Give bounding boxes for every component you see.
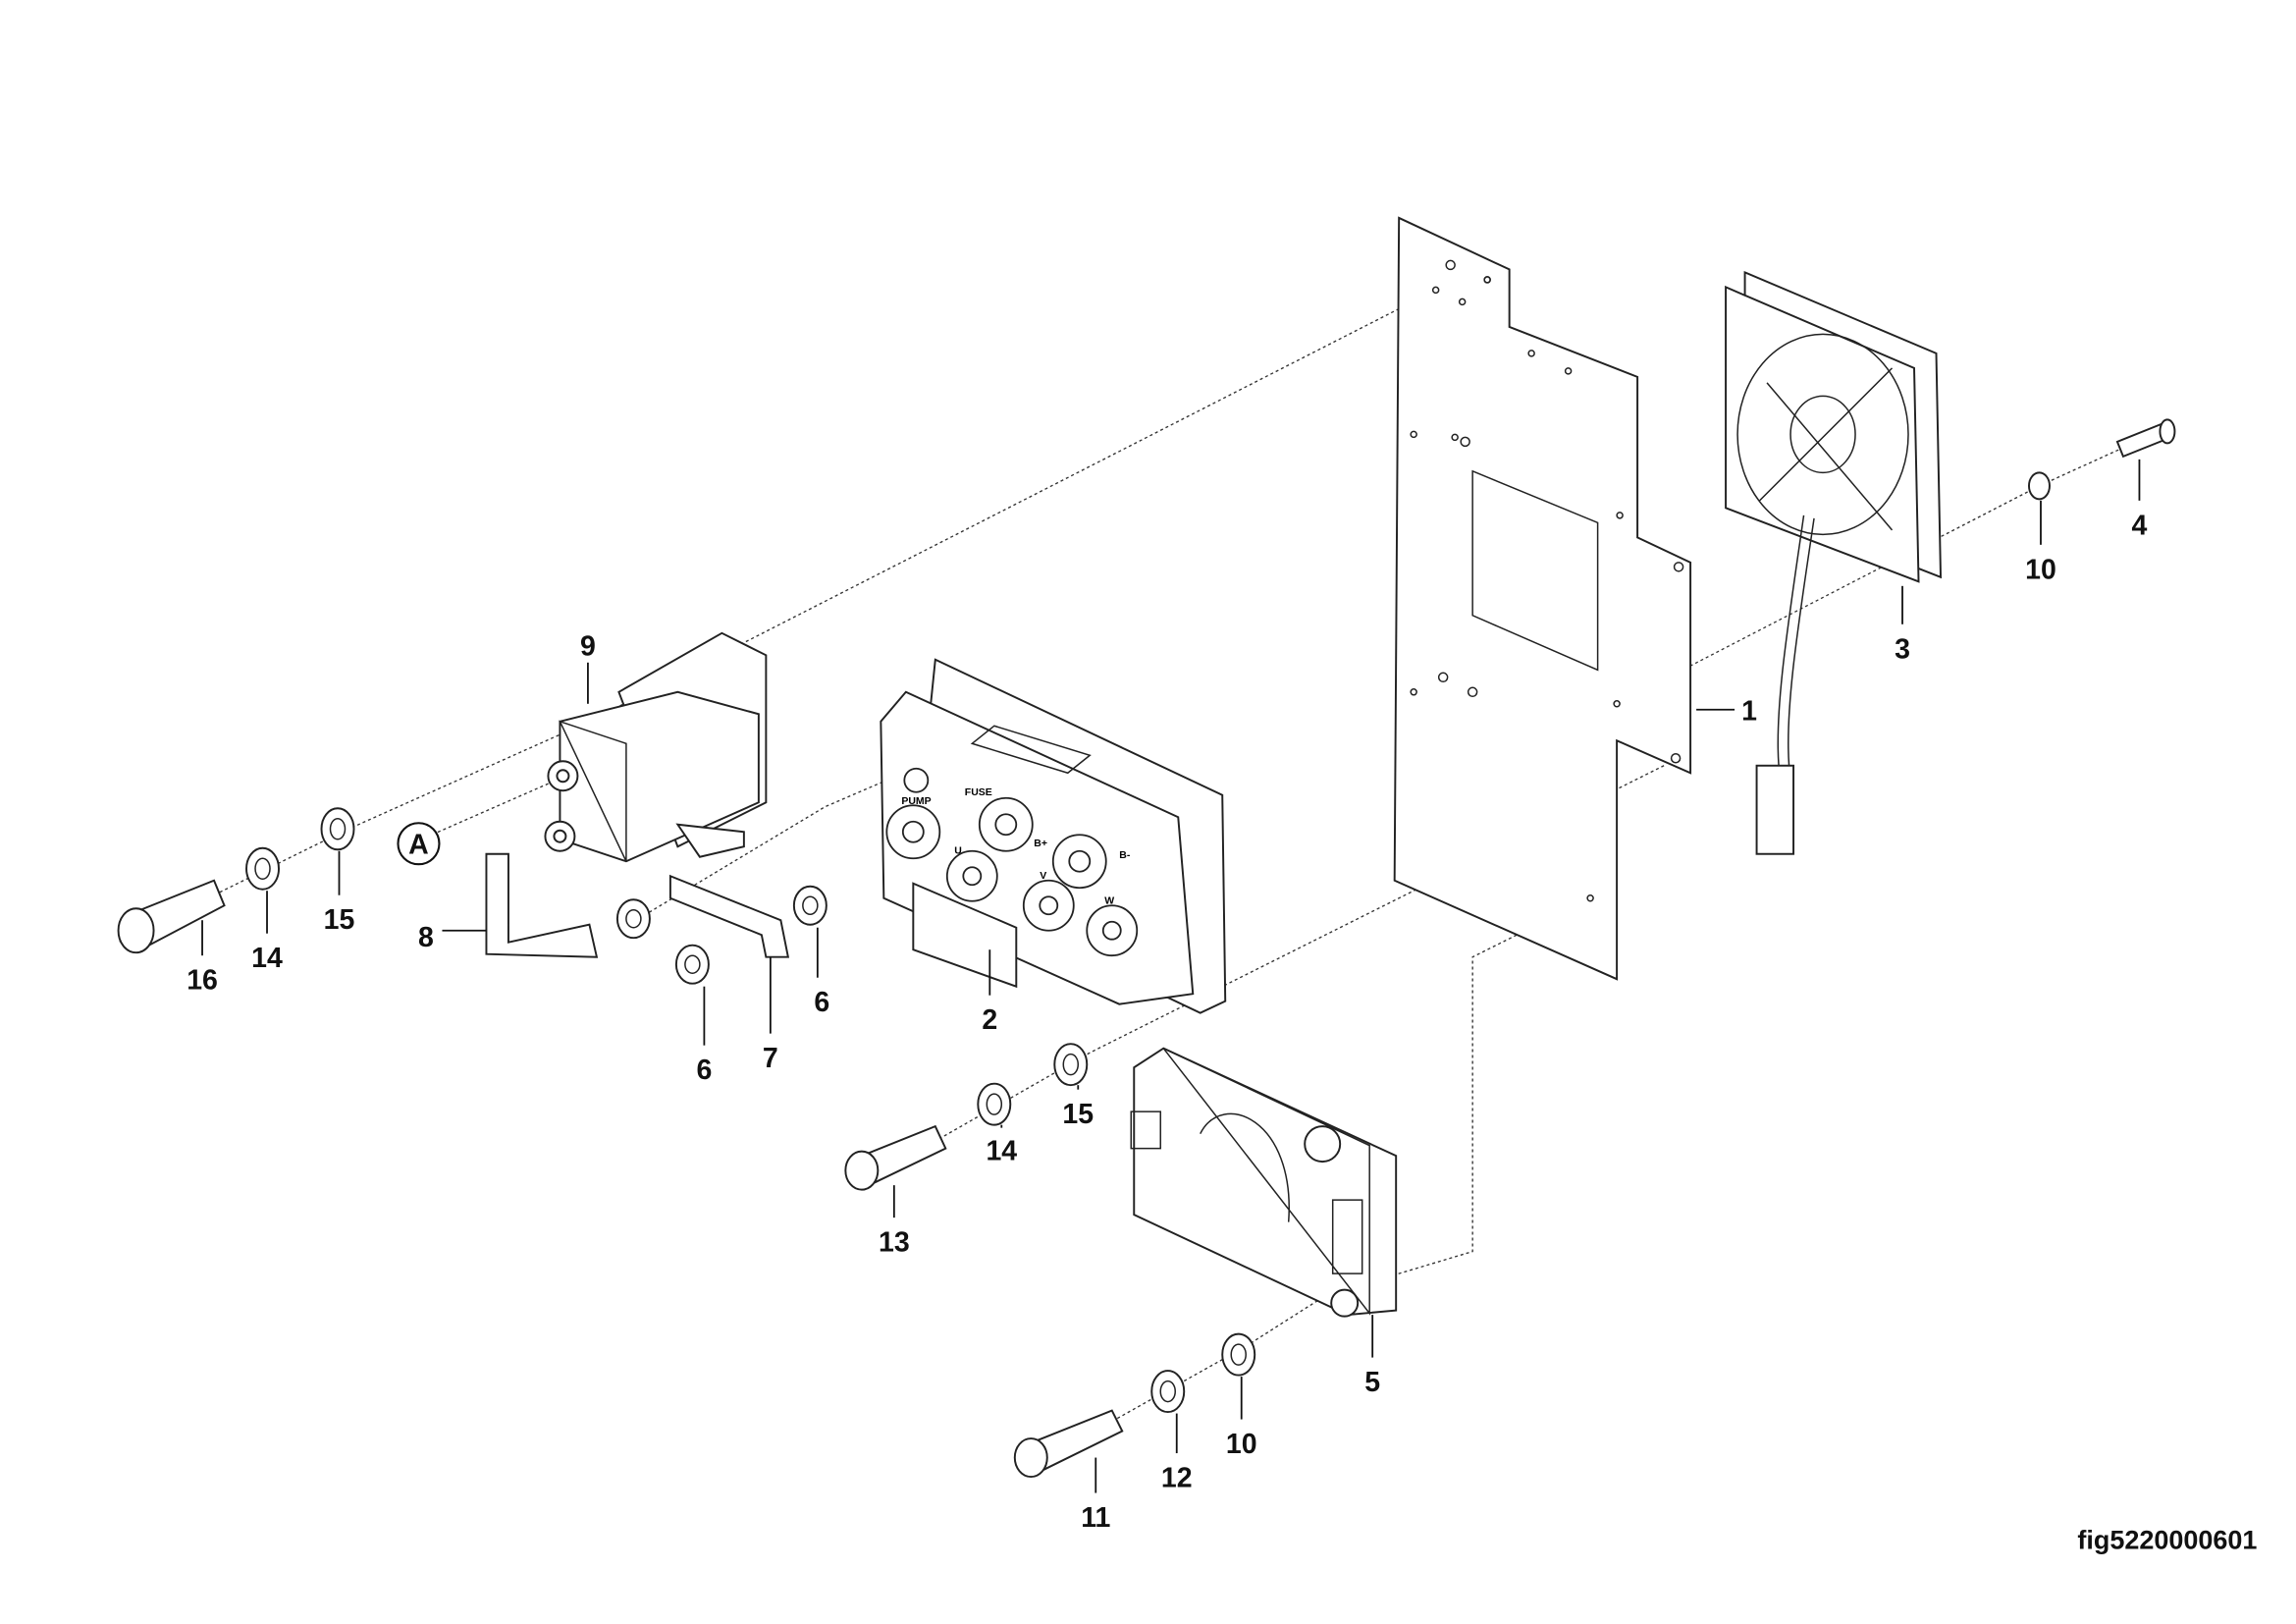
callout-14b: 14: [251, 943, 283, 974]
electronic-module: [1130, 1047, 1398, 1318]
callout-7: 7: [763, 1043, 778, 1074]
screw-part-4: [2115, 418, 2176, 459]
callout-13: 13: [879, 1227, 910, 1259]
busbar-part-8: [485, 852, 599, 958]
leader-lines: [201, 459, 2141, 1493]
callout-6a: 6: [814, 987, 829, 1018]
callout-5: 5: [1364, 1367, 1380, 1398]
callout-3: 3: [1895, 633, 1910, 665]
callout-labels: 1 2 3 4 5 6 6 7 8 9 10 10 11 12 13 14 14…: [187, 510, 2147, 1534]
busbar-part-7: [668, 874, 790, 958]
callout-15b: 15: [324, 904, 355, 936]
detail-marker-a: A: [397, 822, 441, 866]
terminal-label-w: W: [1104, 896, 1114, 907]
callout-4: 4: [2132, 510, 2148, 541]
washers: [245, 807, 1256, 1414]
callout-6b: 6: [696, 1055, 712, 1086]
callout-1: 1: [1741, 695, 1757, 727]
bolt-part-16: [117, 879, 226, 954]
detail-marker-label: A: [408, 830, 429, 861]
motor-controller: FUSE PUMP B+ U V W B-: [880, 658, 1227, 1014]
callout-11: 11: [1081, 1502, 1110, 1534]
callout-2: 2: [982, 1004, 997, 1036]
terminal-label-bplus: B+: [1034, 839, 1047, 849]
mounting-plate: [1393, 216, 1692, 981]
callout-9: 9: [580, 630, 596, 662]
terminal-label-fuse: FUSE: [965, 787, 992, 798]
bolt-part-11: [1013, 1409, 1124, 1479]
callout-14a: 14: [986, 1136, 1017, 1167]
callout-10a: 10: [2025, 554, 2056, 585]
callout-10b: 10: [1226, 1429, 1257, 1460]
callout-12: 12: [1161, 1463, 1193, 1494]
cooling-fan: [1725, 270, 1943, 855]
terminal-label-pump: PUMP: [901, 796, 931, 807]
washer-part-10-upper: [2028, 471, 2051, 501]
solenoid-contactor: [544, 631, 768, 863]
callout-15a: 15: [1062, 1099, 1094, 1130]
figure-id: fig5220000601: [2077, 1526, 2257, 1555]
bolt-part-13: [844, 1124, 947, 1191]
callout-8: 8: [418, 922, 434, 953]
terminal-label-v: V: [1040, 871, 1046, 882]
terminal-label-bminus: B-: [1119, 850, 1131, 861]
terminal-label-u: U: [954, 846, 962, 857]
callout-16: 16: [187, 965, 218, 997]
